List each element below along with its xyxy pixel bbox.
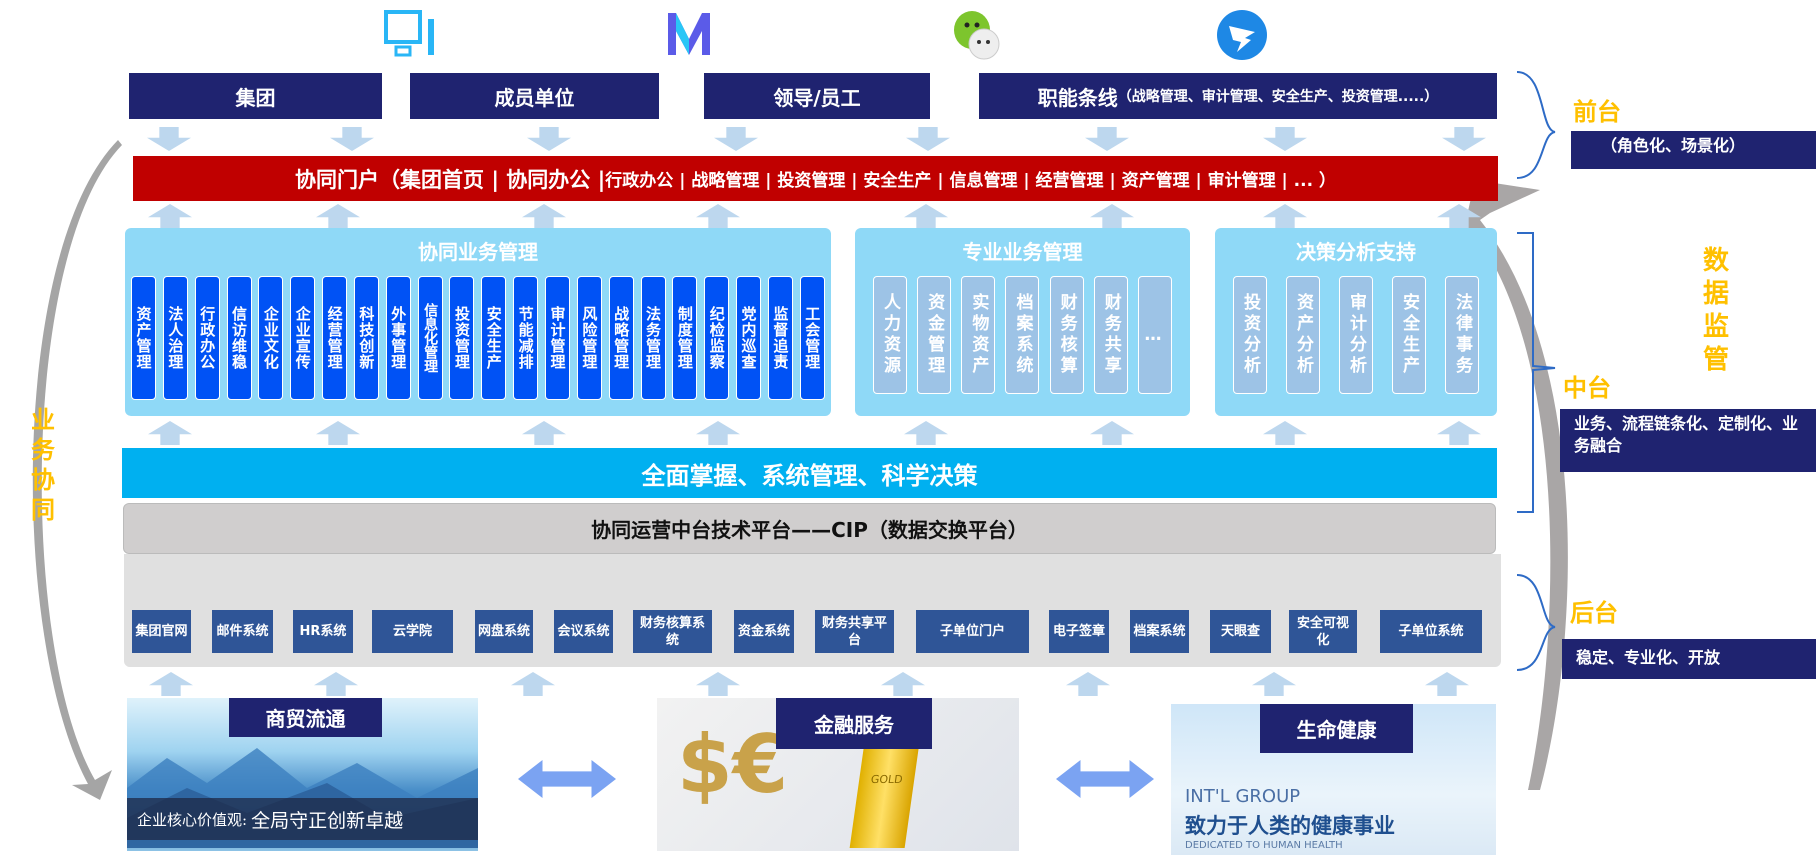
tier-desc-front: （角色化、场景化）	[1571, 131, 1816, 169]
monitor-icon	[384, 10, 434, 57]
gold-bar: GOLD	[849, 743, 920, 848]
caption-label: 企业核心价值观:	[137, 810, 248, 829]
module-item[interactable]: 制度管理	[672, 276, 698, 400]
module-item[interactable]: 投资分析	[1233, 276, 1267, 394]
decision-support-panel: 决策分析支持 投资分析资产分析审计分析安全生产法律事务	[1215, 228, 1497, 416]
portal-bar: 协同门户（集团首页 | 协同办公 | 行政办公 | 战略管理 | 投资管理 | …	[133, 156, 1498, 201]
panel-title: 决策分析支持	[1296, 240, 1416, 264]
channel-member-units: 成员单位	[410, 73, 659, 119]
system-item[interactable]: 档案系统	[1130, 610, 1189, 653]
module-item[interactable]: 法人治理	[162, 276, 188, 400]
channel-label: 领导/员工	[773, 85, 861, 110]
channel-functional-lines: 职能条线（战略管理、审计管理、安全生产、投资管理.....）	[979, 73, 1497, 119]
system-item[interactable]: 电子签章	[1049, 610, 1109, 653]
module-item[interactable]: 安全生产	[1392, 276, 1426, 394]
module-item[interactable]: 法务管理	[640, 276, 666, 400]
health-en-slogan: DEDICATED TO HUMAN HEALTH	[1185, 840, 1343, 851]
channel-group: 集团	[129, 73, 382, 119]
business-label: 商贸流通	[229, 698, 382, 737]
data-supervision-arc	[1462, 180, 1568, 790]
module-item[interactable]: 财务核算	[1049, 276, 1084, 394]
panel-title: 专业业务管理	[962, 240, 1083, 264]
module-item[interactable]: 资产管理	[131, 276, 156, 400]
business-collab-arc	[32, 140, 122, 800]
module-item[interactable]: 行政办公	[194, 276, 220, 400]
channel-label: 职能条线	[1037, 85, 1118, 110]
professional-business-panel: 专业业务管理 人力资源资金管理实物资产档案系统财务核算财务共享 …	[855, 228, 1190, 416]
business-label: 生命健康	[1260, 704, 1413, 753]
tier-label-middle: 中台	[1563, 374, 1611, 402]
system-item[interactable]: 财务核算系统	[633, 610, 712, 653]
module-item[interactable]: 外事管理	[385, 276, 411, 400]
module-item[interactable]: 企业宣传	[290, 276, 316, 400]
module-item[interactable]: 安全生产	[481, 276, 507, 400]
module-item[interactable]: 投资管理	[449, 276, 475, 400]
module-item[interactable]: 审计管理	[544, 276, 570, 400]
channel-detail: （战略管理、审计管理、安全生产、投资管理.....）	[1117, 89, 1439, 105]
finance-image: $€ GOLD 金融服务	[657, 698, 1019, 851]
system-item[interactable]: 会议系统	[554, 610, 613, 653]
module-item[interactable]: 法律事务	[1445, 276, 1479, 394]
module-item[interactable]: 资产分析	[1286, 276, 1320, 394]
system-item[interactable]: 天眼查	[1210, 610, 1271, 653]
collab-business-panel: 协同业务管理 资产管理法人治理行政办公信访维稳企业文化企业宣传经营管理科技创新外…	[125, 228, 831, 416]
portal-modules: 行政办公 | 战略管理 | 投资管理 | 安全生产 | 信息管理 | 经营管理 …	[605, 171, 1336, 191]
platform-bar: 协同运营中台技术平台——CIP（数据交换平台）	[123, 503, 1496, 554]
tier-label-front: 前台	[1573, 98, 1621, 126]
module-item[interactable]: …	[1137, 276, 1172, 394]
system-item[interactable]: 财务共享平台	[815, 610, 894, 653]
system-item[interactable]: 子单位门户	[916, 610, 1029, 653]
system-item[interactable]: 集团官网	[132, 610, 191, 653]
module-item[interactable]: 监督追责	[767, 276, 793, 400]
module-item[interactable]: 人力资源	[873, 276, 907, 394]
module-item[interactable]: 纪检监察	[704, 276, 730, 400]
core-values-caption: 企业核心价值观:全局守正创新卓越	[127, 798, 478, 840]
module-item[interactable]: 科技创新	[353, 276, 379, 400]
panel-title: 协同业务管理	[418, 240, 538, 264]
tier-braces	[1516, 71, 1556, 671]
module-item[interactable]: 档案系统	[1005, 276, 1040, 394]
module-item[interactable]: 信息化管理	[417, 276, 443, 400]
trade-image: 商贸流通 企业核心价值观:全局守正创新卓越	[127, 698, 478, 851]
channel-label: 集团	[235, 85, 276, 110]
module-item[interactable]: 党内巡查	[736, 276, 762, 400]
channel-label: 成员单位	[494, 85, 575, 110]
currency-graphic: $€	[677, 718, 789, 811]
tier-desc-middle: 业务、流程链条化、定制化、业务融合	[1560, 409, 1816, 472]
channel-leader-staff: 领导/员工	[704, 73, 930, 119]
business-label: 金融服务	[776, 698, 932, 749]
system-item[interactable]: 邮件系统	[212, 610, 273, 653]
tier-desc-back: 稳定、专业化、开放	[1562, 639, 1816, 679]
system-item[interactable]: 网盘系统	[475, 610, 533, 653]
module-item[interactable]: 风险管理	[576, 276, 602, 400]
banner-bar: 全面掌握、系统管理、科学决策	[122, 448, 1497, 498]
health-cn-slogan: 致力于人类的健康事业	[1185, 814, 1395, 838]
module-item[interactable]: 企业文化	[258, 276, 284, 400]
module-item[interactable]: 经营管理	[322, 276, 348, 400]
module-item[interactable]: 节能减排	[513, 276, 539, 400]
module-item[interactable]: 财务共享	[1093, 276, 1128, 394]
caption-value: 全局守正创新卓越	[251, 809, 404, 832]
system-item[interactable]: 子单位系统	[1380, 610, 1482, 653]
health-en-title: INT'L GROUP	[1185, 786, 1301, 807]
data-supervision-label: 数据监管	[1702, 246, 1729, 375]
module-item[interactable]: 审计分析	[1339, 276, 1373, 394]
module-item[interactable]: 资金管理	[917, 276, 952, 394]
m-logo-icon	[668, 13, 710, 55]
module-item[interactable]: 战略管理	[608, 276, 634, 400]
wechat-icon	[954, 11, 1000, 60]
system-item[interactable]: 资金系统	[734, 610, 794, 653]
portal-main: 协同门户（集团首页 | 协同办公 |	[295, 167, 606, 192]
tier-label-back: 后台	[1570, 599, 1618, 627]
back-office-panel	[124, 554, 1501, 667]
health-image: 生命健康 INT'L GROUP 致力于人类的健康事业 DEDICATED TO…	[1171, 704, 1496, 855]
module-item[interactable]: 实物资产	[961, 276, 996, 394]
system-item[interactable]: HR系统	[293, 610, 353, 653]
system-item[interactable]: 安全可视化	[1289, 610, 1357, 653]
module-item[interactable]: 信访维稳	[226, 276, 252, 400]
system-item[interactable]: 云学院	[372, 610, 453, 653]
business-collab-label: 业务协同	[31, 406, 55, 524]
module-item[interactable]: 工会管理	[799, 276, 825, 400]
dingtalk-icon	[1217, 10, 1267, 60]
